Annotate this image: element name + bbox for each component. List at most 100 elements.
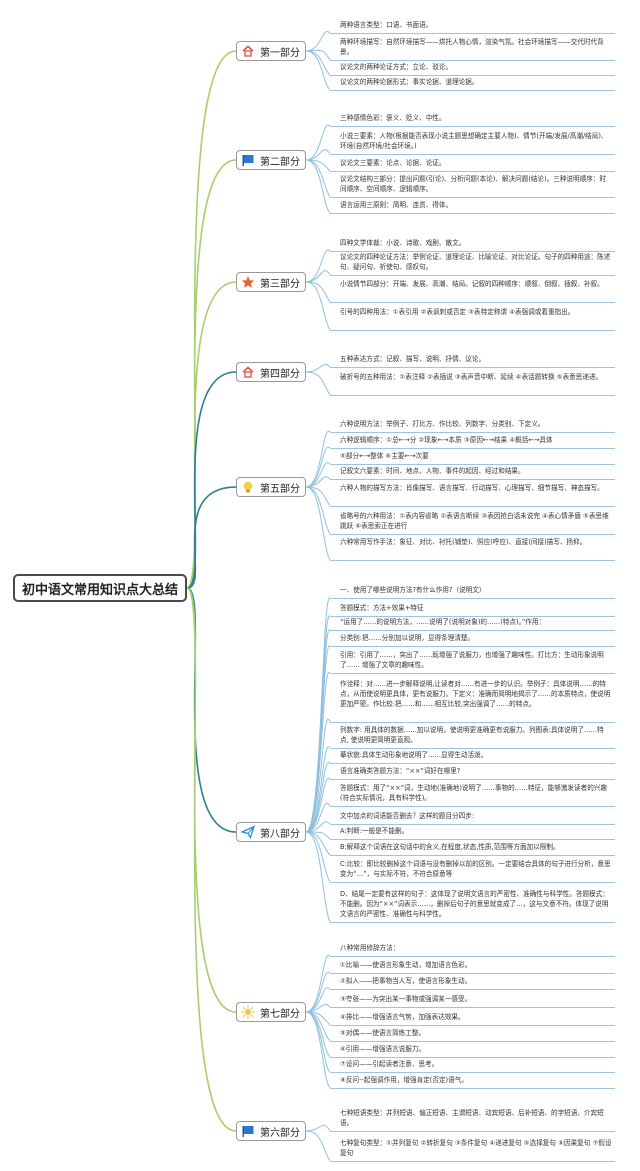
leaf-text: 四种文学体裁：小说、诗歌、戏剧、散文。 <box>340 239 466 247</box>
leaf-connector <box>305 672 331 833</box>
leaf-underline <box>330 1072 615 1073</box>
branch-b8[interactable]: 第八部分 <box>236 822 306 842</box>
leaf-underline <box>330 1025 615 1026</box>
leaf-underline <box>330 839 615 840</box>
leaf-text: 小说三要素：人物(根据能否表现小说主题思想确定主要人物)、情节(开端/发展/高潮… <box>340 132 608 150</box>
leaf-underline <box>330 33 615 34</box>
branch-label: 第四部分 <box>260 368 300 380</box>
leaf-underline <box>330 806 615 807</box>
leaf-text: 五种表达方式：记叙、描写、说明、抒情、议论。 <box>340 355 486 363</box>
star-icon <box>241 275 255 289</box>
leaf-connector <box>305 363 331 373</box>
leaf-text: D、结尾一定要有这样的句子：这体现了说明文语言的严密性、准确性与科学性。答题模式… <box>340 890 609 918</box>
leaf-underline <box>330 922 615 923</box>
leaf-text: 三种感情色彩：褒义、贬义、中性。 <box>340 114 446 122</box>
leaf-connector <box>305 486 331 561</box>
branch-b5[interactable]: 第五部分 <box>236 477 306 497</box>
branch-b1[interactable]: 第一部分 <box>236 41 306 61</box>
leaf-connector <box>305 831 331 883</box>
flag-icon <box>241 1124 255 1138</box>
leaf-text: 省略号的六种用法：①表内容省略 ②表语言断续 ③表因抢白话未说完 ④表心情矛盾 … <box>340 512 609 530</box>
lightbulb-icon <box>241 480 255 494</box>
leaf-underline <box>330 748 615 749</box>
flag-icon <box>241 153 255 167</box>
leaf-underline <box>330 506 615 507</box>
leaf-underline <box>330 367 615 368</box>
leaf-text: 一、使用了哪些说明方法?有什么作用?（说明文） <box>340 586 486 594</box>
leaf-text: 两种环境描写：自然环境描写——烘托人物心情，渲染气氛。社会环境描写——交代时代背… <box>340 38 604 56</box>
leaf-connector <box>305 281 331 331</box>
leaf-underline <box>330 330 615 331</box>
leaf-text: 小说情节四部分：开端、发展、高潮、结局。记叙的四种顺序：顺叙、倒叙、插叙、补叙。 <box>340 280 604 288</box>
leaf-text: ③夸张——为突出某一事物或强调某一感受。 <box>340 995 472 1003</box>
leaf-text: 文中加点的词语能否删去？这样的题目分四步: <box>340 812 475 820</box>
house-icon <box>241 44 255 58</box>
leaf-underline <box>330 722 615 723</box>
leaf-connector <box>305 778 331 833</box>
leaf-connector <box>305 50 331 91</box>
branch-b3[interactable]: 第三部分 <box>236 272 306 292</box>
leaf-connector <box>305 124 331 161</box>
leaf-underline <box>330 1131 615 1132</box>
branch-b4[interactable]: 第四部分 <box>236 362 306 382</box>
leaf-underline <box>330 1007 615 1008</box>
branch-b2[interactable]: 第二部分 <box>236 150 306 170</box>
leaf-connector <box>305 802 331 833</box>
sun-icon <box>241 1005 255 1019</box>
leaf-connector <box>305 1124 331 1132</box>
branch-label: 第二部分 <box>260 156 300 168</box>
branch-b7[interactable]: 第七部分 <box>236 1002 306 1022</box>
leaf-text: 分类别:把……分别加以说明，显得条理清楚。 <box>340 634 475 642</box>
leaf-underline <box>330 432 615 433</box>
leaf-connector <box>305 746 331 833</box>
leaf-connector <box>305 159 331 172</box>
leaf-text: 记叙文六要素：时间、地点、人物、事件的起因、经过和结果。 <box>340 467 525 475</box>
leaf-text: ②拟人——把事物当人写，使语言形象生动。 <box>340 977 472 985</box>
leaf-underline <box>330 126 615 127</box>
leaf-text: ⑦设问——引起读者注意、思考。 <box>340 1060 439 1068</box>
leaf-underline <box>330 630 615 631</box>
leaf-connector <box>305 1011 331 1089</box>
leaf-underline <box>330 1041 615 1042</box>
leaf-connector <box>305 831 331 923</box>
leaf-underline <box>330 251 615 252</box>
leaf-text: ⑤部分←→整体 ⑥主要←→次要 <box>340 452 429 460</box>
leaf-underline <box>330 448 615 449</box>
branch-b6[interactable]: 第六部分 <box>236 1121 306 1141</box>
leaf-underline <box>330 956 615 957</box>
leaf-connector <box>305 462 331 488</box>
leaf-connector <box>305 476 331 488</box>
leaf-underline <box>330 213 615 214</box>
leaf-text: ⑧反问--起强调作用，增强肯定(否定)语气。 <box>340 1076 468 1084</box>
branch-label: 第七部分 <box>260 1008 300 1020</box>
leaf-text: 六种常用写作手法：象征、对比、衬托(铺垫)、照应(呼应)、直接(间接)描写、扬抑… <box>340 538 587 546</box>
leaf-text: ④排比——增强语言气势，加强表达效果。 <box>340 1013 465 1021</box>
leaf-underline <box>330 616 615 617</box>
branch-connector <box>186 587 237 1132</box>
leaf-text: ⑤对偶——使语言简练工整。 <box>340 1029 426 1037</box>
leaf-underline <box>330 464 615 465</box>
leaf-text: ⑥引用——增强语言说服力。 <box>340 1045 426 1053</box>
leaf-connector <box>305 148 331 161</box>
leaf-underline <box>330 989 615 990</box>
leaf-text: 答题模式：用了“××”词，生动地(准确地)说明了……事物的……特征，能够激发读者… <box>340 784 607 802</box>
leaf-text: 七种短语类型：并列短语、偏正短语、主谓短语、动宾短语、后补短语、的字短语、介宾短… <box>340 1109 604 1127</box>
leaf-text: 八种常用修辞方法： <box>340 944 400 952</box>
leaf-text: 引用：引用了……，突出了……既增强了说服力，也增强了趣味性。打比方：生动形象说明… <box>340 651 604 669</box>
leaf-connector <box>305 159 331 198</box>
leaf-underline <box>330 154 615 155</box>
leaf-text: ①比喻——使语言形象生动，增加语言色彩。 <box>340 961 472 969</box>
leaf-connector <box>305 159 331 214</box>
leaf-connector <box>305 446 331 488</box>
leaf-text: A:判断:一般是不能删。 <box>340 827 409 835</box>
leaf-text: 六种说明方法：举例子、打比方、作比较、列数字、分类别、下定义。 <box>340 420 545 428</box>
root-topic[interactable]: 初中语文常用知识点大总结 <box>13 574 187 602</box>
leaf-connector <box>305 718 331 833</box>
leaf-underline <box>330 395 615 396</box>
leaf-text: 作诠释：对……进一步解释说明,让读者对……有进一步的认识。举例子：具体说明……的… <box>340 680 611 708</box>
leaf-underline <box>330 882 615 883</box>
leaf-underline <box>330 90 615 91</box>
leaf-text: 破折号的五种用法：①表注释 ②表插说 ③表声音中断、延续 ④表话题转换 ⑤表意思… <box>340 373 603 381</box>
leaf-underline <box>330 646 615 647</box>
